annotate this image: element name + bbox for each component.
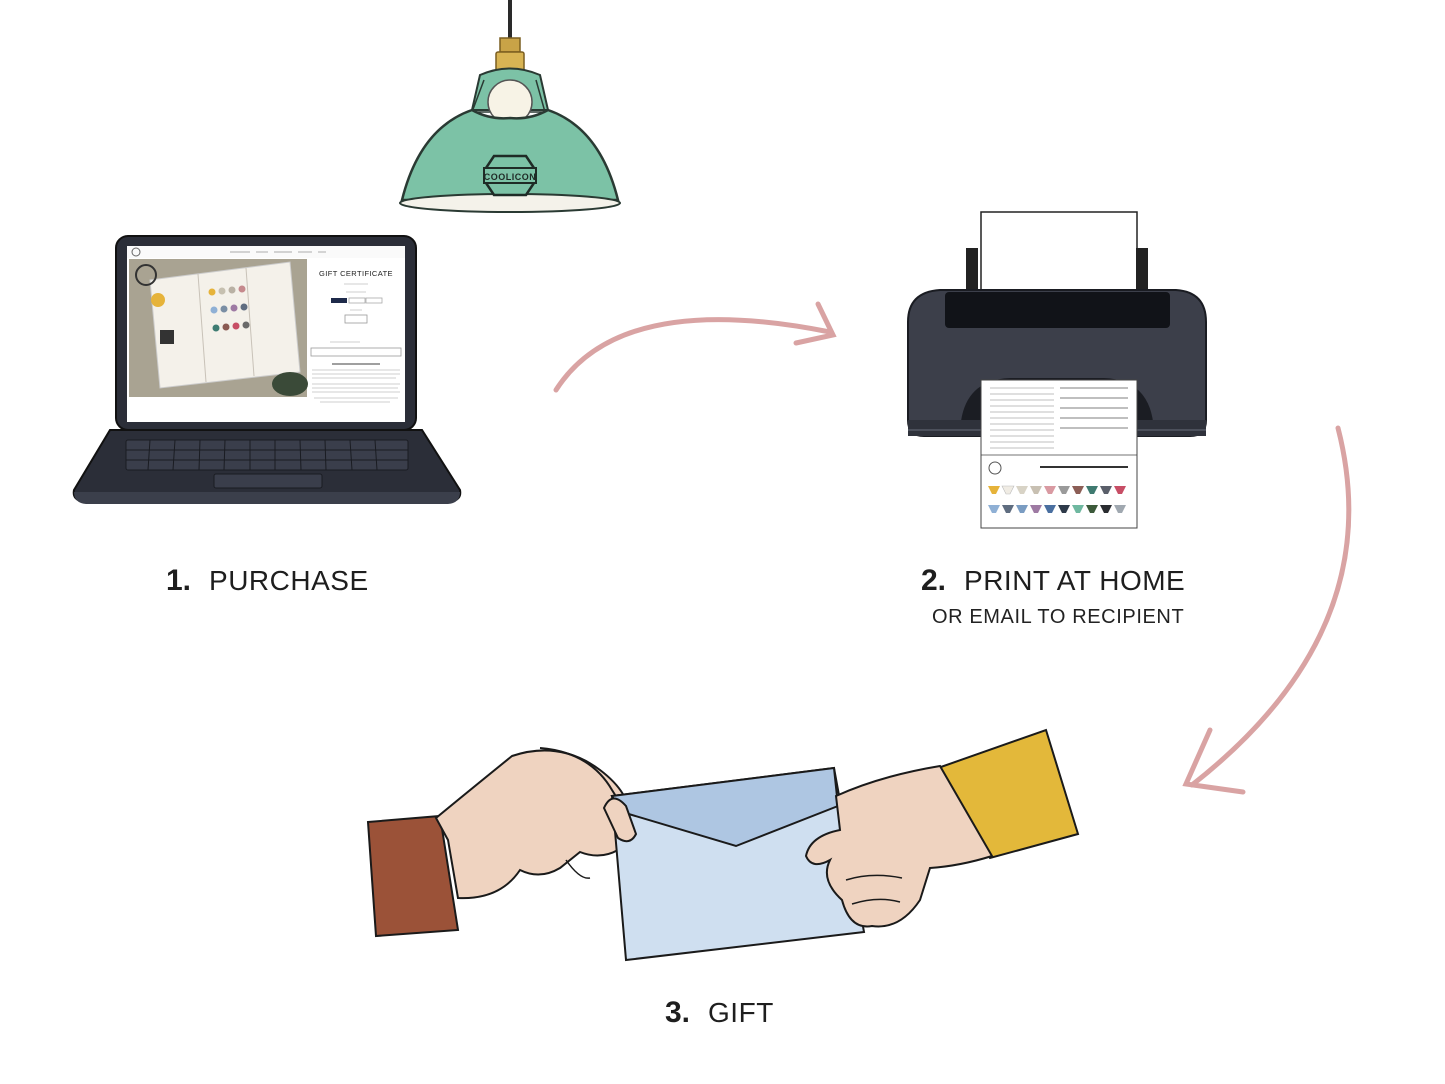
lamp-logo-text: COOLICON bbox=[484, 172, 537, 182]
step-1-number: 1. bbox=[166, 564, 192, 597]
arrow-print-to-gift bbox=[1182, 425, 1352, 795]
coolicon-logo-badge: COOLICON bbox=[483, 154, 537, 197]
arrow-purchase-to-print bbox=[553, 301, 837, 393]
pendant-lamp: COOLICON bbox=[399, 0, 621, 213]
left-sleeve bbox=[366, 814, 460, 938]
step-2-number: 2. bbox=[921, 564, 947, 597]
step-3-label: GIFT bbox=[708, 997, 774, 1028]
step-1-label: PURCHASE bbox=[209, 565, 369, 596]
laptop-gift-certificate-heading: GIFT CERTIFICATE bbox=[319, 269, 393, 278]
laptop: GIFT CERTIFICATE bbox=[72, 235, 462, 504]
step-2-subtitle: OR EMAIL TO RECIPIENT bbox=[932, 606, 1185, 628]
step-3-gift: 3. GIFT bbox=[665, 996, 774, 1030]
hands-with-envelope bbox=[366, 728, 1080, 962]
step-3-number: 3. bbox=[665, 996, 691, 1029]
step-2-label: PRINT AT HOME bbox=[964, 565, 1186, 596]
printer bbox=[907, 211, 1207, 529]
printed-lamp-swatches bbox=[988, 485, 1126, 513]
step-1-purchase: 1. PURCHASE bbox=[166, 564, 369, 598]
step-2-print: 2. PRINT AT HOME bbox=[921, 564, 1185, 598]
